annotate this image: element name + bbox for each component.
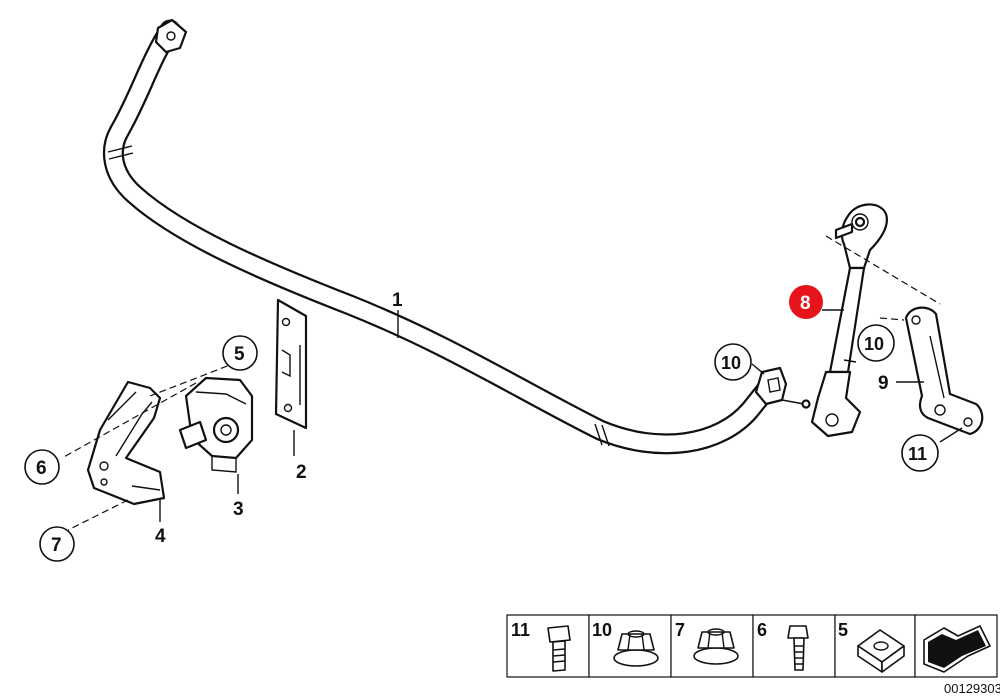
clamp-bracket: [86, 380, 166, 506]
callout-10b-circle: 10: [857, 324, 895, 362]
callout-8: 8: [800, 293, 811, 314]
link-bracket: [904, 306, 984, 436]
callout-4: 4: [155, 526, 166, 547]
callout-8-circle: 8: [789, 285, 823, 319]
callout-1: 1: [392, 290, 403, 311]
rubber-mount: [178, 376, 254, 473]
callout-11: 11: [908, 444, 927, 464]
fastener-legend: 11 10 7 6 5: [506, 614, 998, 678]
legend-number-7: 7: [675, 620, 685, 640]
callout-5-circle: 5: [222, 335, 258, 371]
callout-9: 9: [878, 373, 889, 394]
direction-arrow-icon: [923, 625, 991, 673]
bolt-icon: [787, 625, 809, 671]
callout-6-circle: 6: [24, 449, 60, 485]
leader-lines: [159, 309, 963, 522]
drawing-number: 00129303: [944, 681, 1000, 696]
square-nut-icon: [857, 629, 905, 673]
callout-10b: 10: [864, 334, 884, 354]
callout-11-circle: 11: [901, 434, 939, 472]
mounting-plate: [274, 298, 308, 430]
flange-nut-icon: [613, 630, 659, 667]
callout-2: 2: [296, 462, 307, 483]
legend-cell-11: [506, 614, 590, 678]
flange-nut-icon: [693, 628, 739, 665]
callout-10a-circle: 10: [714, 343, 752, 381]
stabilizer-bar: [102, 18, 811, 455]
legend-number-11: 11: [511, 620, 530, 640]
legend-number-10: 10: [592, 620, 612, 640]
bolt-icon: [547, 625, 571, 672]
callout-7: 7: [51, 535, 62, 556]
callout-10a: 10: [721, 353, 741, 373]
legend-number-5: 5: [838, 620, 848, 640]
callout-3: 3: [233, 499, 244, 520]
callout-5: 5: [234, 344, 245, 365]
legend-number-6: 6: [757, 620, 767, 640]
callout-6: 6: [36, 458, 47, 479]
stabilizer-link: [810, 203, 888, 438]
callout-7-circle: 7: [39, 526, 75, 562]
